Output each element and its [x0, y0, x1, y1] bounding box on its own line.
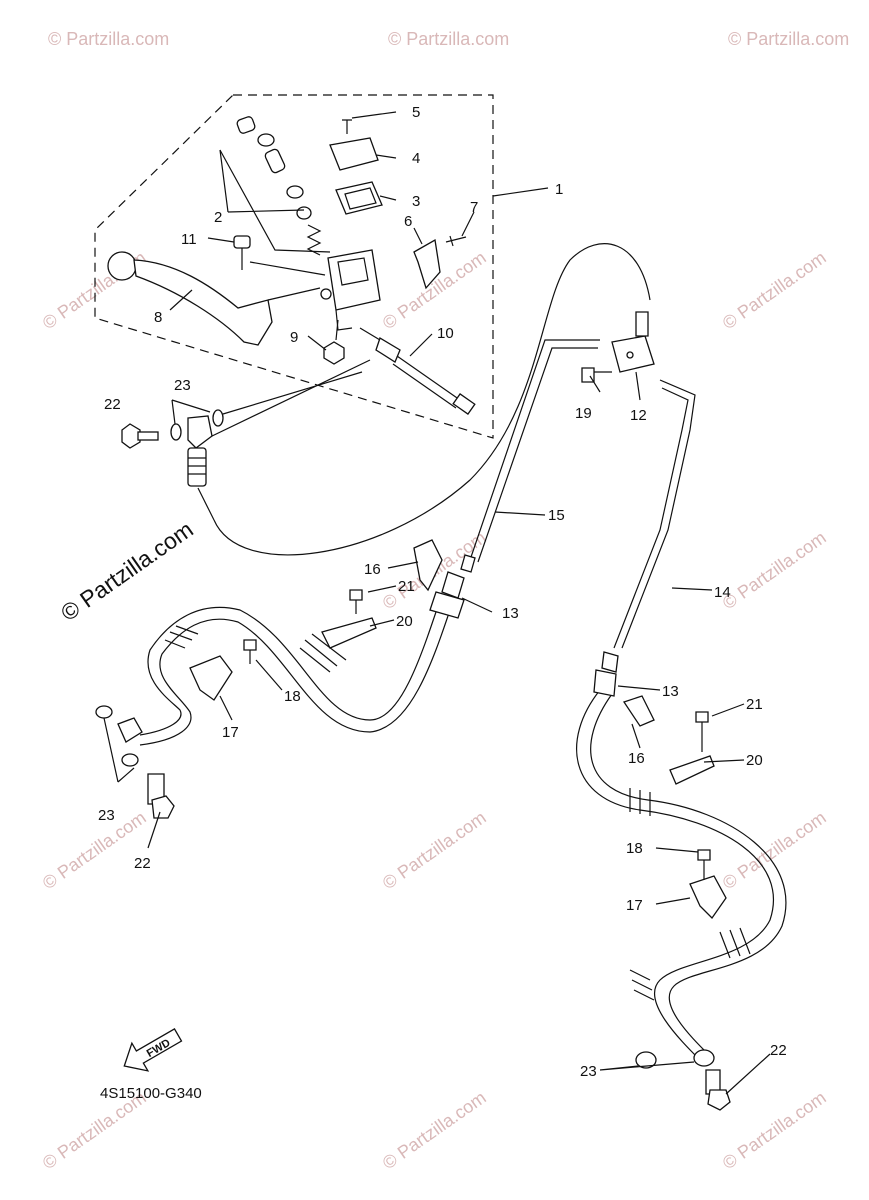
part-label-16: 16 [628, 750, 645, 767]
part-label-16: 16 [364, 561, 381, 578]
part-label-13: 13 [502, 605, 519, 622]
part-labels: 5 4 3 6 7 1 2 11 8 9 10 23 22 19 12 15 1… [98, 104, 787, 1080]
part-label-1: 1 [555, 181, 563, 198]
watermark: © Partzilla.com [719, 1087, 830, 1173]
watermark-large: © Partzilla.com [56, 516, 198, 626]
part-label-18: 18 [626, 840, 643, 857]
part-label-23: 23 [98, 807, 115, 824]
brake-pipes [213, 243, 696, 649]
part-label-18: 18 [284, 688, 301, 705]
part-label-21: 21 [398, 578, 415, 595]
part-label-8: 8 [154, 309, 162, 326]
part-label-22: 22 [104, 396, 121, 413]
part-label-4: 4 [412, 150, 420, 167]
part-label-22: 22 [134, 855, 151, 872]
part-label-19: 19 [575, 405, 592, 422]
part-label-21: 21 [746, 696, 763, 713]
part-label-17: 17 [222, 724, 239, 741]
watermark: © Partzilla.com [379, 1087, 490, 1173]
part-label-20: 20 [746, 752, 763, 769]
fwd-arrow-icon: FWD [123, 1028, 183, 1072]
part-label-17: 17 [626, 897, 643, 914]
watermark: © Partzilla.com [39, 807, 150, 893]
part-label-10: 10 [437, 325, 454, 342]
watermark: © Partzilla.com [388, 29, 509, 49]
part-label-13: 13 [662, 683, 679, 700]
part-label-23: 23 [174, 377, 191, 394]
fwd-label: FWD [145, 1037, 173, 1060]
front-right-hose [576, 651, 787, 1111]
watermark: © Partzilla.com [728, 29, 849, 49]
part-label-23: 23 [580, 1063, 597, 1080]
watermark: © Partzilla.com [379, 807, 490, 893]
part-label-14: 14 [714, 584, 731, 601]
part-label-15: 15 [548, 507, 565, 524]
part-label-6: 6 [404, 213, 412, 230]
part-label-5: 5 [412, 104, 420, 121]
watermark: © Partzilla.com [719, 527, 830, 613]
front-left-hose [95, 539, 476, 819]
part-label-11: 11 [181, 231, 197, 248]
part-label-20: 20 [396, 613, 413, 630]
part-label-7: 7 [470, 199, 478, 216]
banjo-bolt-set-top [121, 409, 224, 521]
part-label-9: 9 [290, 329, 298, 346]
master-cylinder-assembly [107, 116, 476, 438]
assembly-boundary [94, 94, 494, 439]
watermark: © Partzilla.com [48, 29, 169, 49]
part-label-22: 22 [770, 1042, 787, 1059]
watermark: © Partzilla.com [719, 247, 830, 333]
leader-lines [103, 111, 771, 1095]
part-label-3: 3 [412, 193, 420, 210]
part-label-2: 2 [214, 209, 222, 226]
diagram-code: 4S15100-G340 [100, 1085, 202, 1102]
part-label-12: 12 [630, 407, 647, 424]
watermark: © Partzilla.com [719, 807, 830, 893]
